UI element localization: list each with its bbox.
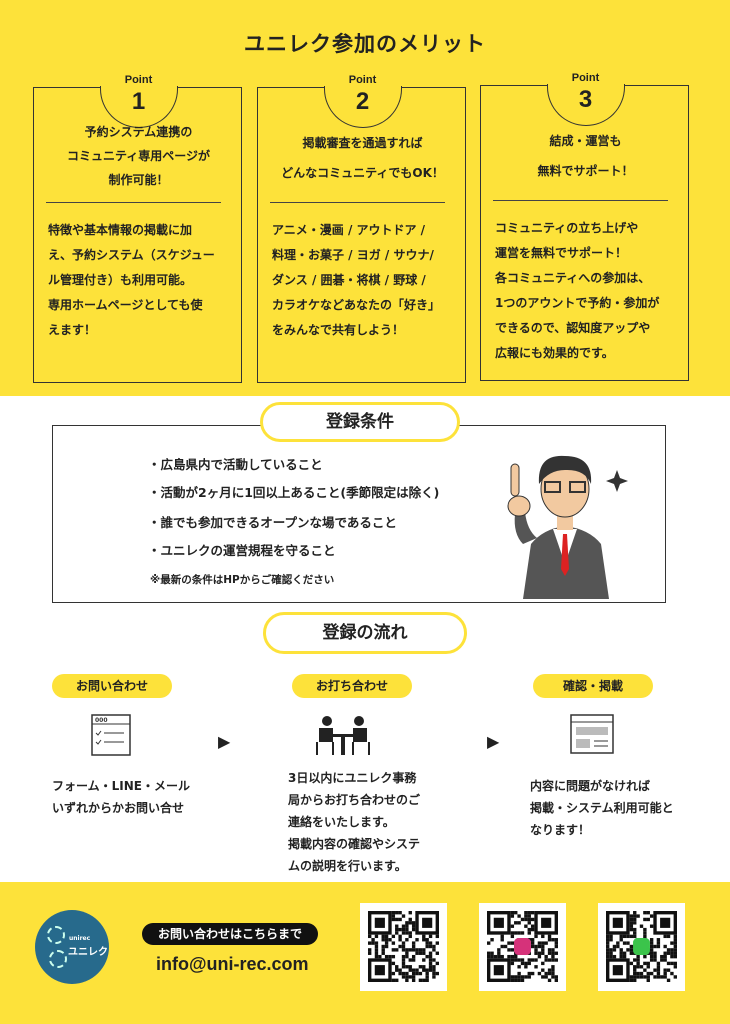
point-number: 2: [355, 88, 370, 115]
body-line: できるので、認知度アップや: [495, 321, 651, 335]
description-line: いずれからかお問い合せ: [52, 801, 185, 815]
step-description: 内容に問題がなければ掲載・システム利用可能となります！: [530, 775, 674, 841]
body-line: 1つのアウントで予約・参加が: [495, 296, 660, 310]
condition-item: ・誰でも参加できるオープンな場であること: [148, 515, 397, 530]
description-line: ムの説明を行います。: [288, 859, 407, 873]
body-line: をみんなで共有しよう！: [272, 323, 405, 337]
form-icon: 000: [91, 714, 131, 760]
logo-main-text: ユニレク: [68, 947, 108, 958]
point-body: 特徴や基本情報の掲載に加え、予約システム（スケジュール管理付き）も利用可能。専用…: [48, 218, 233, 343]
condition-item: ・活動が2ヶ月に1回以上あること(季節限定は除く): [148, 485, 440, 500]
description-line: なります！: [530, 823, 591, 837]
description-line: 3日以内にユニレク事務: [288, 771, 417, 785]
point-card-2: Point 2 掲載審査を通過すればどんなコミュニティでもOK！ アニメ・漫画 …: [257, 74, 466, 383]
body-line: ル管理付き）も利用可能。: [48, 273, 193, 287]
gear-icon: [47, 926, 65, 944]
conditions-box: ・広島県内で活動していること・活動が2ヶ月に1回以上あること(季節限定は除く) ・…: [52, 425, 666, 603]
point-label: Point: [124, 74, 153, 86]
description-line: 掲載・システム利用可能と: [530, 801, 674, 815]
businessman-illustration: [507, 455, 628, 599]
point-number: 3: [578, 86, 593, 113]
point-label: Point: [348, 74, 377, 86]
email-link[interactable]: info@uni-rec.com: [156, 954, 309, 974]
body-line: 料理・お菓子 / ヨガ / サウナ/: [272, 248, 434, 262]
heading-line: 予約システム連携の: [84, 125, 193, 139]
heading-line: 制作可能！: [108, 173, 169, 187]
unirec-logo: unirec ユニレク: [35, 910, 109, 984]
body-line: アニメ・漫画 / アウトドア /: [272, 223, 426, 237]
point-card-3: Point 3 結成・運営も無料でサポート！ コミュニティの立ち上げや運営を無料…: [480, 72, 689, 381]
point-heading: 掲載審査を通過すればどんなコミュニティでもOK！: [266, 128, 459, 188]
point-body: コミュニティの立ち上げや運営を無料でサポート！ 各コミュニティへの参加は、 1つのア…: [495, 216, 680, 366]
description-line: フォーム・LINE・メール: [52, 779, 190, 793]
condition-item: ・広島県内で活動していること: [148, 457, 323, 472]
description-line: 掲載内容の確認やシステ: [288, 837, 421, 851]
conditions-title: 登録条件: [260, 402, 460, 442]
divider: [270, 202, 445, 203]
gear-icon: [49, 950, 67, 968]
arrow-icon: ▶: [218, 732, 231, 751]
point-heading: 予約システム連携のコミュニティ専用ページが制作可能！: [42, 120, 235, 192]
meeting-icon: [313, 714, 373, 760]
point-body: アニメ・漫画 / アウトドア / 料理・お菓子 / ヨガ / サウナ/ダンス / …: [272, 218, 457, 343]
heading-line: 無料でサポート！: [537, 164, 634, 178]
conditions-note: ※最新の条件はHPからご確認ください: [150, 574, 335, 586]
body-line: ダンス / 囲碁・将棋 / 野球 /: [272, 273, 426, 287]
body-line: カラオケなどあなたの「好き」: [272, 298, 441, 312]
point-card-1: Point 1 予約システム連携のコミュニティ専用ページが制作可能！ 特徴や基本…: [33, 74, 242, 383]
heading-line: コミュニティ専用ページが: [66, 149, 211, 163]
svg-text:000: 000: [95, 717, 108, 724]
body-line: えます！: [48, 323, 97, 337]
arrow-icon: ▶: [487, 732, 500, 751]
point-number: 1: [131, 88, 146, 115]
description-line: 局からお打ち合わせのご: [288, 793, 421, 807]
step-label: お問い合わせ: [52, 674, 172, 698]
point-heading: 結成・運営も無料でサポート！: [489, 126, 682, 186]
instagram-qr[interactable]: [479, 903, 566, 991]
description-line: 内容に問題がなければ: [530, 779, 651, 793]
website-qr[interactable]: [360, 903, 447, 991]
body-line: コミュニティの立ち上げや: [495, 221, 639, 235]
body-line: 運営を無料でサポート！: [495, 246, 628, 260]
body-line: 各コミュニティへの参加は、: [495, 271, 651, 285]
step-description: フォーム・LINE・メールいずれからかお問い合せ: [52, 775, 190, 819]
step-label: 確認・掲載: [533, 674, 653, 698]
divider: [46, 202, 221, 203]
body-line: 特徴や基本情報の掲載に加: [48, 223, 193, 237]
heading-line: 結成・運営も: [549, 134, 622, 148]
line-qr[interactable]: [598, 903, 685, 991]
point-label: Point: [571, 72, 600, 84]
body-line: 広報にも効果的です。: [495, 346, 614, 360]
step-label: お打ち合わせ: [292, 674, 412, 698]
webpage-icon: [570, 714, 614, 758]
footer: unirec ユニレク お問い合わせはこちらまで info@uni-rec.co…: [0, 882, 730, 1024]
body-line: 専用ホームページとしても使: [48, 298, 203, 312]
contact-label: お問い合わせはこちらまで: [142, 923, 318, 945]
condition-item: ・ユニレクの運営規程を守ること: [148, 543, 336, 558]
description-line: 連絡をいたします。: [288, 815, 395, 829]
page-title: ユニレク参加のメリット: [244, 32, 486, 56]
heading-line: 掲載審査を通過すれば: [302, 136, 423, 150]
logo-small-text: unirec: [69, 935, 91, 942]
heading-line: どんなコミュニティでもOK！: [281, 166, 444, 180]
flow-title: 登録の流れ: [263, 612, 467, 654]
step-description: 3日以内にユニレク事務局からお打ち合わせのご連絡をいたします。掲載内容の確認やシ…: [288, 767, 420, 877]
body-line: え、予約システム（スケジュー: [48, 248, 215, 262]
divider: [493, 200, 668, 201]
